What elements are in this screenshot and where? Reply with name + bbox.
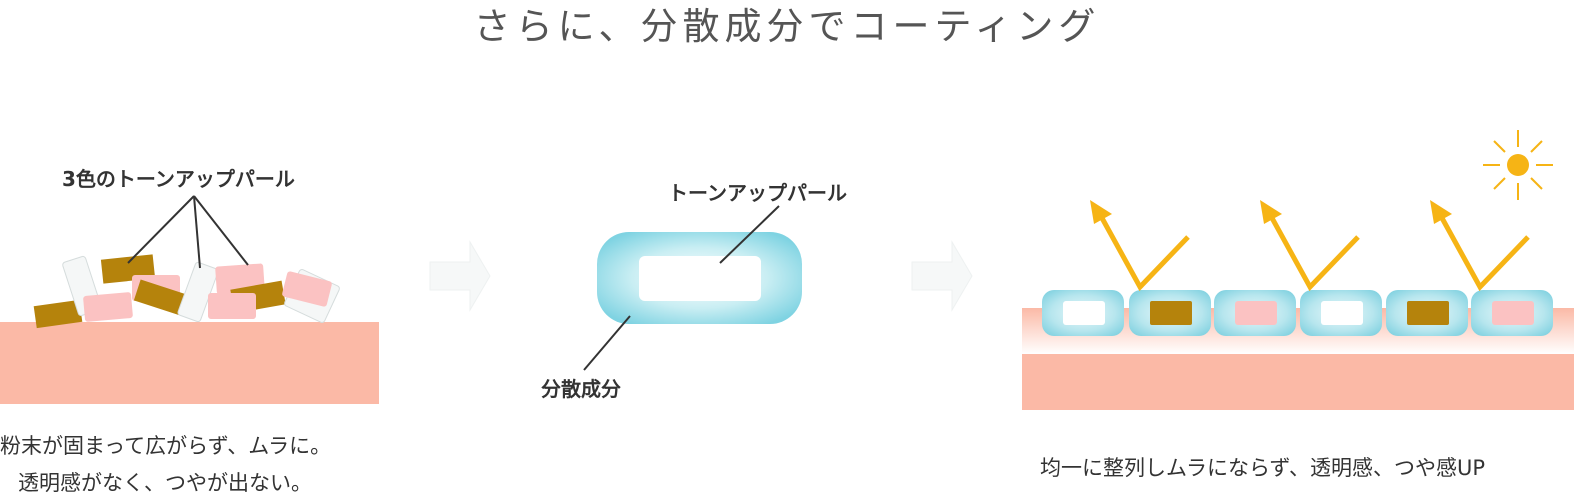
reflection-arrow-icon (1269, 216, 1360, 292)
reflection-arrow-icon (1090, 200, 1112, 224)
caption-before-line1: 粉末が固まって広がらず、ムラに。 (0, 434, 332, 458)
coated-particle (1386, 290, 1468, 336)
reflection-arrow-icon (1260, 200, 1282, 224)
pink-pearl (83, 292, 133, 322)
coated-particle (1471, 290, 1553, 336)
tone-up-pearl (639, 256, 761, 301)
leader-line-coating (583, 315, 631, 371)
label-tone-up-pearl: トーンアップパール (668, 181, 847, 205)
coated-particle (1129, 290, 1211, 336)
reflection-arrow-icon (1430, 200, 1452, 224)
caption-before-line2: 透明感がなく、つやが出ない。 (18, 471, 312, 495)
reflection-arrow-icon (1099, 216, 1190, 292)
caption-after: 均一に整列しムラにならず、透明感、つや感UP (1040, 456, 1486, 480)
pearl-particle-pile (33, 254, 340, 329)
gold-pearl (33, 299, 83, 329)
gold-pearl (133, 279, 191, 317)
right-arrow-icon (429, 240, 491, 312)
coated-particle (1300, 290, 1382, 336)
coated-particle (1214, 290, 1296, 336)
label-three-color-pearl: 3色のトーンアップパール (62, 167, 295, 191)
aligned-particles (1042, 290, 1553, 336)
reflection-arrow-icon (1439, 216, 1530, 292)
leader-line-pearl (719, 205, 780, 264)
panel-after (1022, 130, 1574, 410)
skin-surface (1022, 354, 1574, 410)
sun-icon (1483, 130, 1553, 200)
page-title: さらに、分散成分でコーティング (473, 5, 1101, 48)
skin-surface (0, 322, 379, 404)
right-arrow-icon (911, 240, 973, 312)
label-leader-lines (127, 195, 249, 269)
pink-pearl (208, 293, 256, 319)
pink-pearl (282, 271, 332, 307)
panel-middle (583, 205, 802, 371)
coated-particle (1042, 290, 1124, 336)
label-dispersion-component: 分散成分 (541, 377, 621, 401)
panel-before (0, 195, 379, 404)
